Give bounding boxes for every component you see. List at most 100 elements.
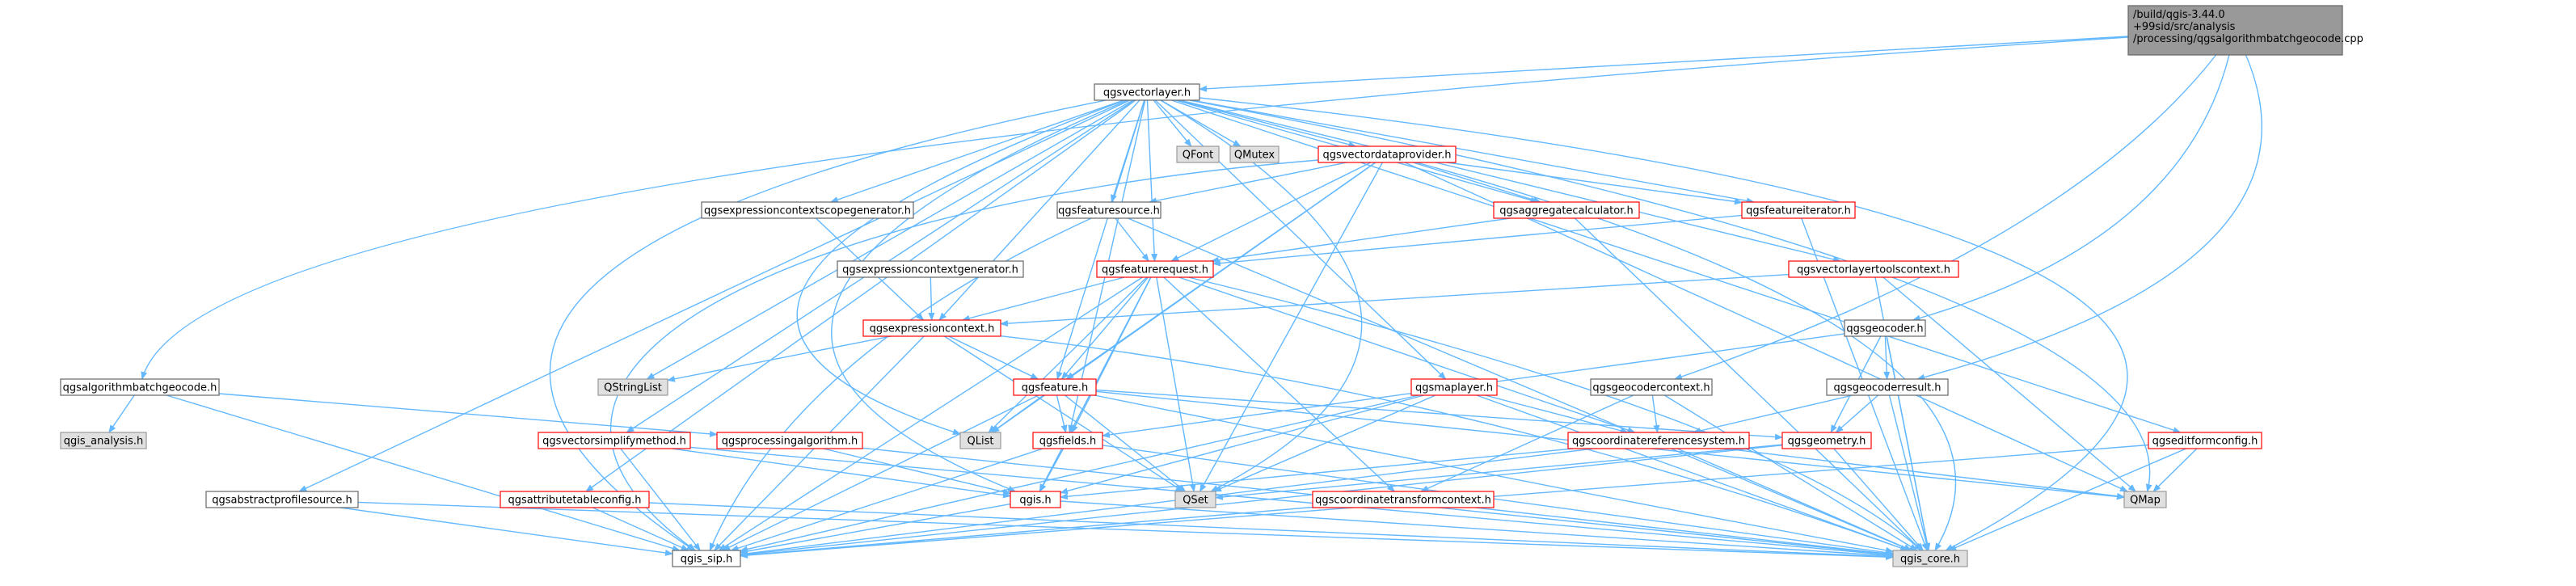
edge-qgsgeometry-to-qset [1215, 444, 1783, 500]
node-qgsvectorlayertoolscontext[interactable]: qgsvectorlayertoolscontext.h [1788, 260, 1959, 278]
edge-qgsfeaturerequest-to-qset [1156, 276, 1196, 492]
node-label-qgsalgbatchgeocode: qgsalgorithmbatchgeocode.h [63, 382, 217, 394]
node-qgis_sip[interactable]: qgis_sip.h [672, 550, 741, 567]
nodes-layer: /build/qgis-3.44.0+99sid/src/analysis/pr… [60, 5, 2363, 567]
edge-qgsfeature-to-qgsgeometry [1095, 389, 1783, 441]
edge-qgsvectorlayer-to-qgis [831, 99, 1128, 492]
edge-qgscrs-to-qmap [1725, 448, 2125, 500]
node-qgsabstractprofilesource[interactable]: qgsabstractprofilesource.h [205, 491, 359, 508]
node-label-qgscrs: qgscoordinatereferencesystem.h [1572, 436, 1745, 448]
node-label-qgsvectorlayertoolscontext: qgsvectorlayertoolscontext.h [1797, 264, 1950, 276]
edge-qgsgeocodercontext-to-qgscrs [1651, 394, 1660, 433]
node-qgsgeocodercontext[interactable]: qgsgeocodercontext.h [1590, 378, 1713, 396]
edge-qgsgeocoderresult-to-qgscrs [1692, 394, 1853, 434]
edge-qgsabstractprofilesource-to-qgis_sip [339, 507, 673, 556]
node-label-qgsvectorsimplifymethod: qgsvectorsimplifymethod.h [542, 436, 686, 448]
edge-qgsmaplayer-to-qgis [1060, 394, 1424, 495]
edge-qgsaggregatecalculator-to-qgis_core [1574, 217, 1923, 551]
node-qgsfields[interactable]: qgsfields.h [1032, 432, 1103, 449]
edge-qgsgeocoderresult-to-qgis_core [1888, 394, 1930, 551]
node-box-qgsfeaturesource [1056, 201, 1162, 219]
edge-qgsfeature-to-qlist [991, 394, 1044, 433]
edge-qgsexpressioncontext-to-qgis_core [1000, 335, 1909, 551]
edge-qgscrs-to-qgis [1060, 448, 1574, 500]
edge-qgsfields-to-qgis [1039, 448, 1065, 492]
node-box-qgsmaplayer [1410, 378, 1498, 396]
node-qgsexprctxgen[interactable]: qgsexpressioncontextgenerator.h [837, 260, 1024, 278]
node-label-qfont: QFont [1183, 150, 1214, 162]
edge-qgsfeature-to-qset [1065, 394, 1187, 492]
node-box-qfont [1176, 145, 1220, 163]
edge-qgseditformconfig-to-qmap [2152, 448, 2198, 492]
node-qgis[interactable]: qgis.h [1010, 491, 1061, 508]
edge-qgscrs-to-qgis_core [1676, 448, 1912, 551]
edge-qgsvectordataprovider-to-qset [1199, 162, 1384, 492]
node-box-qgsgeocodercontext [1590, 378, 1713, 396]
node-box-qgsfeatureiterator [1741, 201, 1856, 219]
edge-qgsfeatureiterator-to-qgsfeaturerequest [1212, 214, 1743, 267]
edge-qgsvectordataprovider-to-qgsfeaturesource [1148, 162, 1347, 204]
node-label-qgis_core: qgis_core.h [1900, 554, 1960, 566]
node-qgsfeaturerequest[interactable]: qgsfeaturerequest.h [1096, 260, 1214, 278]
node-box-qmutex [1229, 145, 1280, 163]
edge-qgis-to-qgis_sip [740, 503, 1011, 554]
node-root: /build/qgis-3.44.0+99sid/src/analysis/pr… [2127, 5, 2363, 56]
edge-qgis-to-qgis_core [1060, 500, 1894, 559]
node-qgis_analysis: qgis_analysis.h [60, 432, 147, 449]
node-qgsexprctxscopegen[interactable]: qgsexpressioncontextscopegenerator.h [701, 201, 914, 219]
edge-qgscoordtransformctx-to-qgis_sip [740, 506, 1313, 559]
node-label-qgsabstractprofilesource: qgsabstractprofilesource.h [212, 495, 352, 507]
edge-qgsvectorlayer-to-qgsfeature [1056, 99, 1145, 380]
node-box-qgsgeometry [1781, 432, 1872, 449]
edge-qgsfeaturerequest-to-qgis_sip [718, 276, 1143, 551]
edge-qgseditformconfig-to-qgis_core [1948, 448, 2186, 551]
node-qgsfeatureiterator[interactable]: qgsfeatureiterator.h [1741, 201, 1856, 219]
node-box-qgsexpressioncontext [862, 319, 1001, 337]
node-qgseditformconfig[interactable]: qgseditformconfig.h [2148, 432, 2262, 449]
node-qgsattributetableconfig[interactable]: qgsattributetableconfig.h [500, 491, 650, 508]
edge-qgsvectorlayer-to-qgsvectordataprovider [1178, 99, 1357, 148]
node-box-qgsexprctxgen [837, 260, 1024, 278]
node-label-qgsgeocoderresult: qgsgeocoderresult.h [1833, 382, 1941, 394]
node-qlist: QList [959, 432, 1001, 449]
node-box-qgis_core [1892, 550, 1968, 567]
node-qgsmaplayer[interactable]: qgsmaplayer.h [1410, 378, 1498, 396]
edge-qgsgeocoder-to-qgis_core [1886, 335, 1931, 551]
node-box-qmap [2123, 491, 2167, 508]
node-label-qgsaggregatecalculator: qgsaggregatecalculator.h [1499, 205, 1633, 217]
node-qgsvectordataprovider[interactable]: qgsvectordataprovider.h [1318, 145, 1457, 163]
node-qgsfeaturesource[interactable]: qgsfeaturesource.h [1056, 201, 1162, 219]
node-box-qgsalgbatchgeocode [60, 378, 220, 396]
node-qgsgeocoderresult[interactable]: qgsgeocoderresult.h [1826, 378, 1949, 396]
node-label-qgsfeaturesource: qgsfeaturesource.h [1058, 205, 1160, 217]
edge-qgsvectorlayer-to-qgsfeaturerequest [1146, 99, 1158, 262]
node-box-qgsvectorsimplifymethod [538, 432, 691, 449]
node-box-qgsaggregatecalculator [1493, 201, 1640, 219]
edge-qgsalgbatchgeocode-to-qgsprocessingalgorithm [218, 393, 718, 437]
node-qgsvectorsimplifymethod[interactable]: qgsvectorsimplifymethod.h [538, 432, 691, 449]
edge-qgsvectorlayer-to-qgsexpressioncontext [938, 99, 1140, 321]
node-qgscrs[interactable]: qgscoordinatereferencesystem.h [1567, 432, 1750, 449]
edge-qgsvectorlayer-to-qgsmaplayer [1154, 99, 1447, 380]
edge-qgsabstractprofilesource-to-qgis_core [357, 501, 1894, 561]
node-label-qgsgeocoder: qgsgeocoder.h [1846, 323, 1923, 335]
node-label-qgsgeometry: qgsgeometry.h [1788, 436, 1866, 448]
node-qgsprocessingalgorithm[interactable]: qgsprocessingalgorithm.h [716, 432, 863, 449]
node-qgsgeocoder[interactable]: qgsgeocoder.h [1844, 319, 1926, 337]
node-qgscoordtransformctx[interactable]: qgscoordinatetransformcontext.h [1312, 491, 1495, 508]
node-box-qstringlist [597, 378, 668, 396]
node-label-qgsexpressioncontext: qgsexpressioncontext.h [870, 323, 995, 335]
node-label-qgsfeature: qgsfeature.h [1022, 382, 1089, 394]
node-qgsexpressioncontext[interactable]: qgsexpressioncontext.h [862, 319, 1001, 337]
node-qgsalgbatchgeocode[interactable]: qgsalgorithmbatchgeocode.h [60, 378, 220, 396]
node-box-qgsgeocoderresult [1826, 378, 1949, 396]
node-qset: QSet [1174, 491, 1216, 508]
edge-qgsalgbatchgeocode-to-qgis_sip [166, 394, 681, 552]
node-qgsaggregatecalculator[interactable]: qgsaggregatecalculator.h [1493, 201, 1640, 219]
node-box-qgsfields [1032, 432, 1103, 449]
node-qgsfeature[interactable]: qgsfeature.h [1013, 378, 1097, 396]
node-qgsvectorlayer[interactable]: qgsvectorlayer.h [1094, 83, 1200, 101]
edge-qgsvectorlayer-to-qgsvectorlayertoolscontext [1179, 99, 1841, 263]
node-qgsgeometry[interactable]: qgsgeometry.h [1781, 432, 1872, 449]
